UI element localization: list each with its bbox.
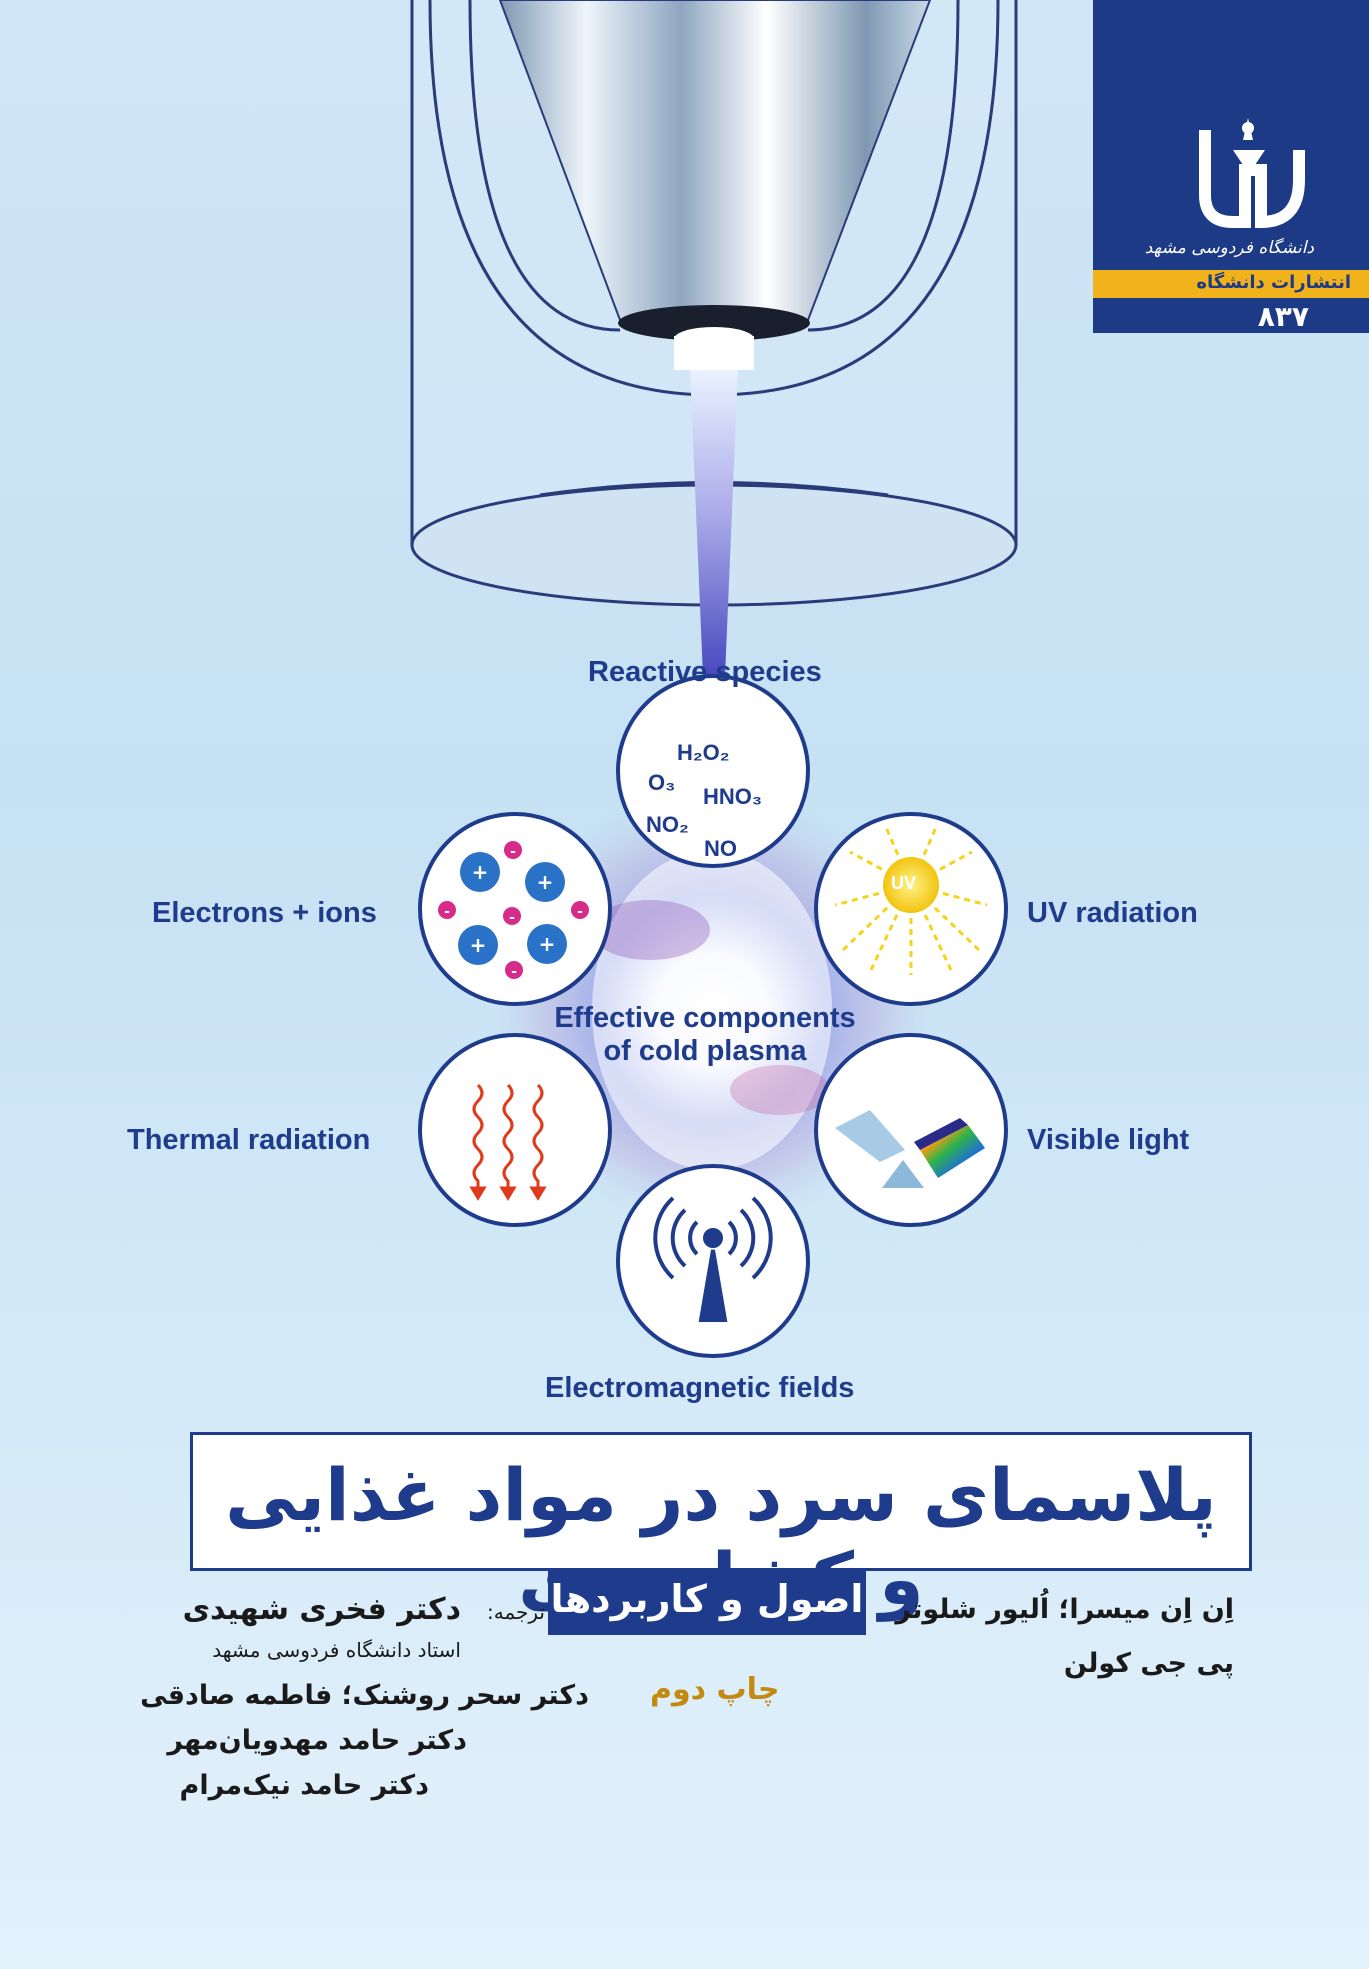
diagram-center-label: Effective components of cold plasma	[520, 1002, 890, 1068]
translators-line-3: دکتر حامد نیک‌مرام	[179, 1770, 429, 1801]
svg-text:-: -	[444, 904, 450, 920]
svg-text:+: +	[539, 932, 556, 956]
center-line-1: Effective components	[554, 1002, 856, 1034]
uv-text: UV	[891, 873, 917, 893]
label-electromagnetic-fields: Electromagnetic fields	[545, 1372, 855, 1404]
translation-label: ترجمه:	[487, 1600, 545, 1624]
particles-icon: + + + + - - - - -	[438, 841, 589, 980]
svg-text:-: -	[510, 844, 516, 860]
series-stripe: انتشارات دانشگاه	[1093, 270, 1369, 298]
plasma-beam	[690, 370, 738, 700]
chem-no: NO	[704, 836, 737, 861]
logo-script: دانشگاه فردوسی مشهد	[1144, 238, 1314, 258]
series-label: انتشارات دانشگاه	[1196, 272, 1351, 293]
svg-text:+: +	[472, 860, 489, 884]
translator-main: دکتر فخری شهیدی	[182, 1592, 461, 1627]
prism-icon	[835, 1110, 985, 1188]
chem-hno3: HNO₃	[703, 784, 763, 809]
svg-text:-: -	[511, 964, 517, 980]
svg-text:-: -	[509, 910, 515, 926]
antenna-icon	[653, 1196, 773, 1322]
chem-h2o2: H₂O₂	[677, 740, 730, 765]
thermal-circle	[418, 1033, 612, 1227]
label-visible-light: Visible light	[1027, 1124, 1190, 1156]
visible-light-circle	[814, 1033, 1008, 1227]
label-electrons-ions: Electrons + ions	[152, 897, 377, 929]
translators-line-1: دکتر سحر روشنک؛ فاطمه صادقی	[140, 1680, 589, 1711]
translator-affiliation: استاد دانشگاه فردوسی مشهد	[212, 1638, 461, 1662]
heat-waves-icon	[469, 1083, 547, 1201]
edition-label: چاپ دوم	[650, 1672, 780, 1707]
svg-text:+: +	[470, 933, 487, 957]
translators-line-2: دکتر حامد مهدویان‌مهر	[167, 1725, 467, 1756]
book-title-box: پلاسمای سرد در مواد غذایی و کشاورزی	[190, 1432, 1252, 1621]
series-number: ۸۳۷	[1257, 300, 1309, 333]
sun-icon	[834, 824, 988, 975]
publisher-badge: دانشگاه فردوسی مشهد انتشارات دانشگاه ۸۳۷	[1093, 0, 1369, 333]
label-thermal-radiation: Thermal radiation	[127, 1124, 371, 1156]
svg-text:-: -	[577, 904, 583, 920]
authors-line-1: اِن اِن میسرا؛ اُلیور شلوتر	[895, 1594, 1234, 1625]
chem-o3: O₃	[648, 770, 676, 795]
label-reactive-species: Reactive species	[588, 656, 822, 688]
chem-no2: NO₂	[646, 812, 689, 837]
book-subtitle: اصول و کاربردها	[550, 1577, 864, 1621]
label-uv-radiation: UV radiation	[1027, 897, 1198, 929]
reactive-species-circle	[616, 674, 810, 868]
university-logo-icon	[1199, 118, 1305, 229]
book-subtitle-box: اصول و کاربردها	[548, 1568, 866, 1635]
nozzle	[410, 0, 1018, 607]
svg-text:+: +	[537, 870, 554, 894]
center-line-2: of cold plasma	[603, 1035, 807, 1067]
authors-line-2: پی جی کولن	[1063, 1648, 1234, 1679]
